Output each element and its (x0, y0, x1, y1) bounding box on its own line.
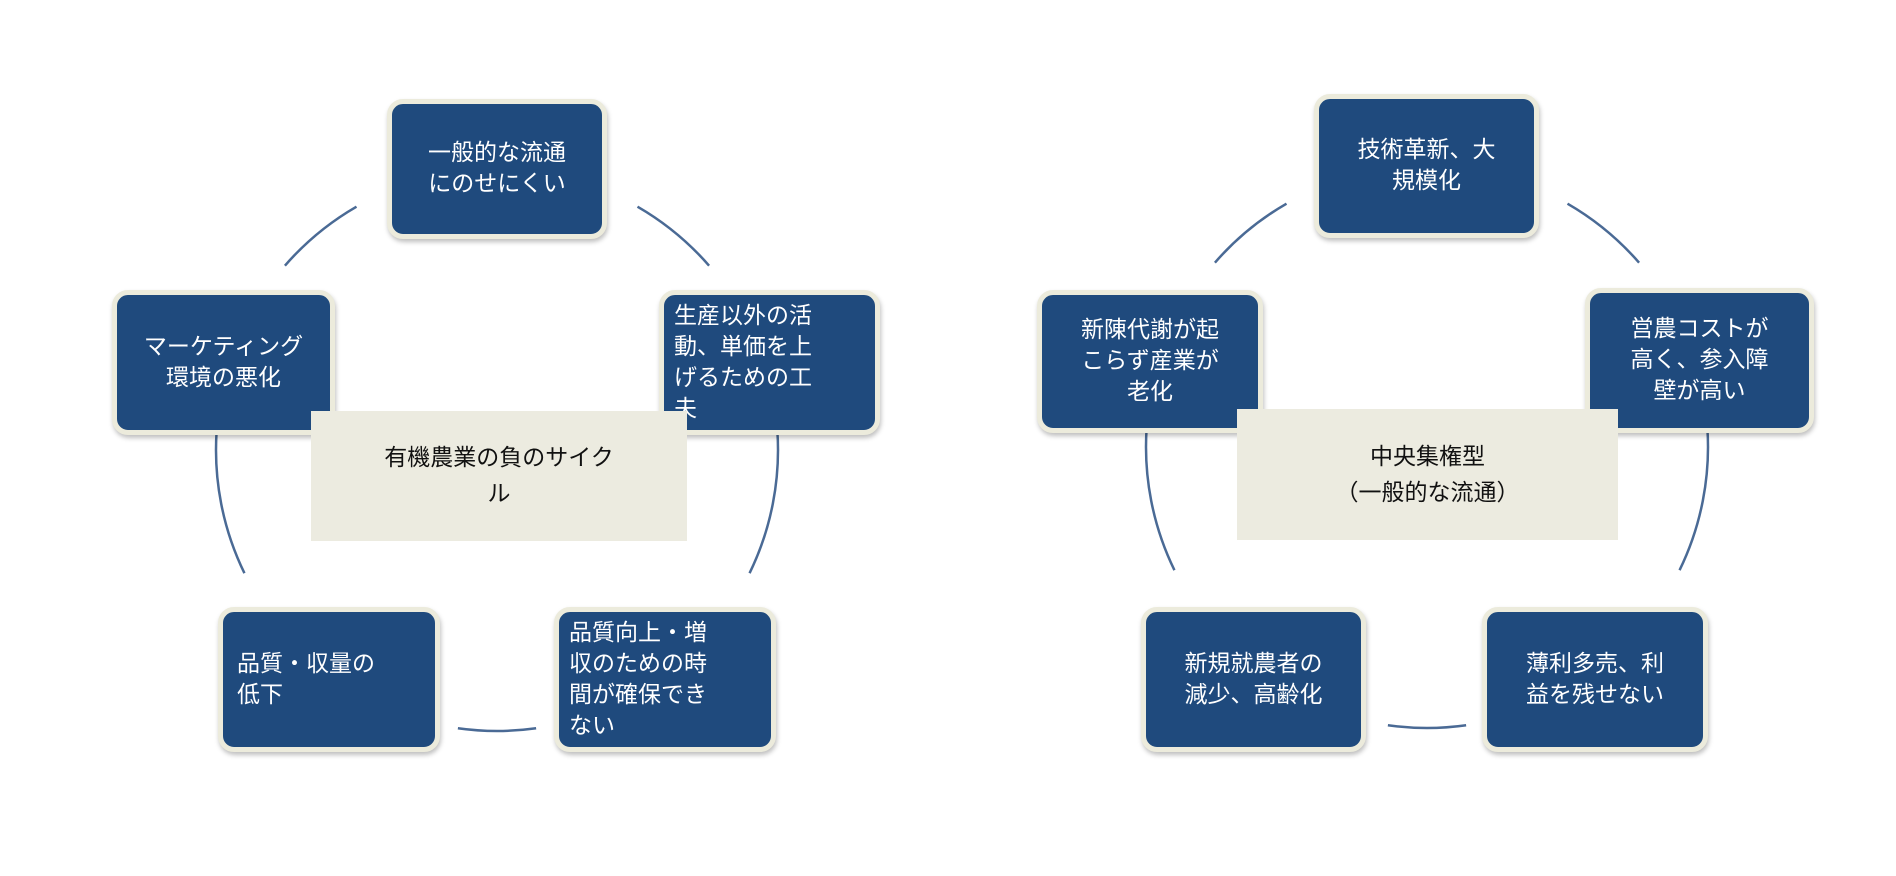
node-line: 薄利多売、利 (1526, 650, 1664, 677)
title-line: 中央集権型 (1370, 443, 1485, 470)
left-cycle-arc-5 (283, 205, 358, 267)
node-line: 品質・収量の (237, 650, 375, 677)
node-line: 新規就農者の (1184, 650, 1323, 677)
node-line: げるための工 (674, 364, 812, 391)
node-line: 環境の悪化 (166, 364, 281, 391)
node-line: 生産以外の活 (674, 302, 812, 329)
left-cycle-arc-4 (214, 430, 246, 574)
title-line: ル (487, 481, 511, 507)
right-node-2: 営農コストが 高く、参入障 壁が高い (1585, 288, 1814, 433)
right-cycle-title: 中央集権型 （一般的な流通） (1237, 409, 1618, 540)
node-line: 新陳代謝が起 (1081, 317, 1219, 343)
node-line: 動、単価を上 (674, 333, 812, 360)
right-node-5: 新陳代謝が起 こらず産業が 老化 (1037, 290, 1263, 433)
left-node-1: 一般的な流通 にのせにくい (387, 99, 607, 239)
left-cycle-arc-2 (748, 430, 780, 574)
right-cycle-arc-3 (1387, 724, 1467, 730)
node-line: 減少、高齢化 (1184, 681, 1323, 708)
node-line: 益を残せない (1526, 681, 1664, 708)
left-cycle-arc-1 (636, 205, 711, 267)
left-cycle-arc-3 (457, 727, 537, 733)
node-line: 低下 (237, 681, 283, 708)
node-line: 高く、参入障 (1630, 347, 1769, 373)
left-node-3: 品質向上・増 収のための時 間が確保でき ない (554, 607, 776, 752)
node-line: 収のための時 (569, 650, 707, 677)
right-node-1: 技術革新、大 規模化 (1314, 94, 1539, 238)
node-line: 営農コストが (1630, 316, 1769, 342)
right-cycle-arc-2 (1678, 427, 1710, 571)
right-cycle-arc-5 (1213, 202, 1288, 264)
right-node-4: 新規就農者の 減少、高齢化 (1141, 607, 1366, 752)
title-line: 有機農業の負のサイク (384, 445, 614, 471)
node-line: 品質向上・増 (569, 619, 707, 646)
left-node-2: 生産以外の活 動、単価を上 げるための工 夫 (659, 290, 880, 435)
node-line: にのせにくい (428, 171, 566, 197)
node-line: こらず産業が (1081, 348, 1219, 374)
node-line: ない (569, 712, 615, 739)
left-cycle-title: 有機農業の負のサイク ル (311, 411, 687, 541)
node-line: マーケティング (143, 333, 304, 360)
title-line: （一般的な流通） (1335, 479, 1520, 506)
node-line: 間が確保でき (569, 681, 707, 708)
right-node-3: 薄利多売、利 益を残せない (1482, 607, 1708, 752)
node-line: 壁が高い (1653, 378, 1746, 404)
left-node-5: マーケティング 環境の悪化 (112, 290, 335, 435)
node-line: 技術革新、大 (1357, 137, 1496, 163)
node-line: 規模化 (1392, 168, 1461, 194)
right-cycle-arc-1 (1566, 202, 1641, 264)
right-cycle-arc-4 (1144, 427, 1176, 571)
node-line: 老化 (1127, 379, 1173, 405)
left-node-4: 品質・収量の 低下 (218, 607, 440, 752)
node-line: 一般的な流通 (428, 140, 566, 166)
